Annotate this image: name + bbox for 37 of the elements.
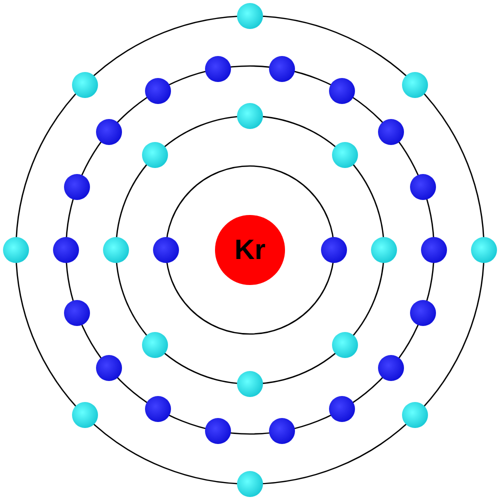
electron <box>329 396 355 422</box>
electron <box>64 174 90 200</box>
electron <box>378 118 404 145</box>
electron <box>268 418 295 444</box>
electron <box>371 237 397 263</box>
electron <box>329 78 355 104</box>
electron <box>402 402 428 428</box>
electron <box>402 72 428 98</box>
electron <box>205 418 232 444</box>
electron <box>237 371 263 397</box>
electron <box>53 237 79 263</box>
electron <box>421 237 447 263</box>
electron <box>321 237 347 263</box>
electron <box>96 118 122 145</box>
electron <box>237 103 263 129</box>
electron <box>153 237 179 263</box>
electron <box>237 471 263 497</box>
electron <box>268 56 295 82</box>
electron <box>205 56 232 82</box>
electron <box>145 396 171 422</box>
electron <box>103 237 129 263</box>
electron <box>72 72 98 98</box>
electron <box>145 78 171 104</box>
electron <box>410 174 436 200</box>
nucleus: Kr <box>215 215 285 285</box>
electron <box>237 3 263 29</box>
electron <box>378 355 404 382</box>
electron <box>72 402 98 428</box>
electron <box>3 237 29 263</box>
electron <box>410 300 436 326</box>
electron <box>64 300 90 326</box>
electron <box>142 332 168 358</box>
electron <box>332 142 358 168</box>
electron <box>142 142 168 168</box>
electron <box>96 355 122 382</box>
electron <box>332 332 358 358</box>
electron <box>471 237 497 263</box>
